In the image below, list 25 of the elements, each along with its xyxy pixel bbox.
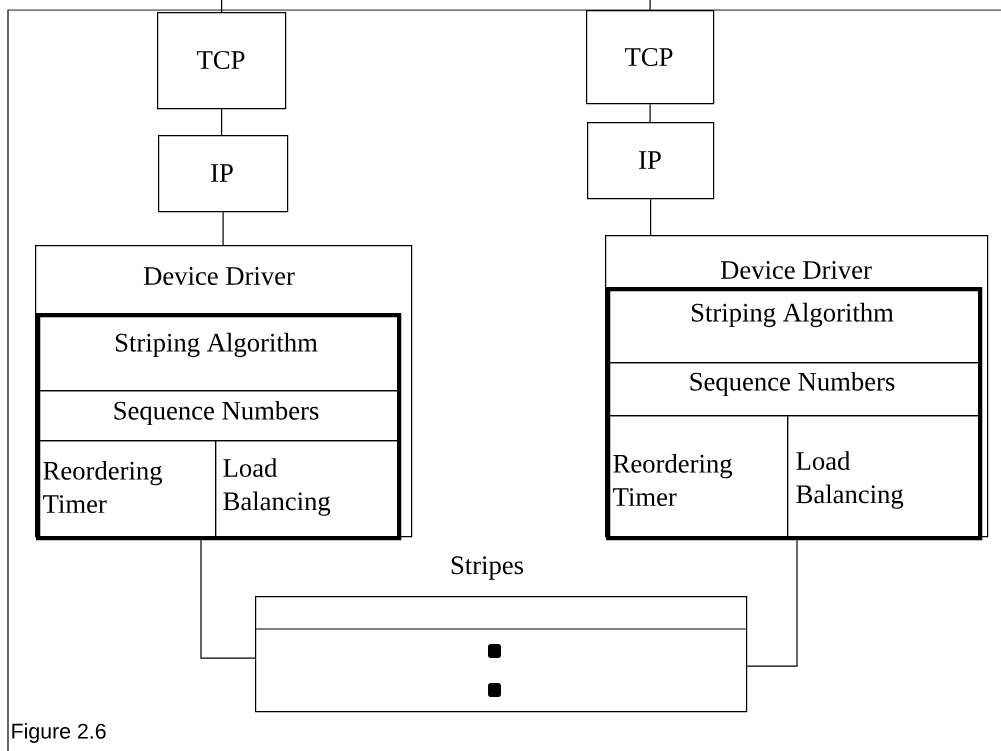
table-cell: Sequence Numbers bbox=[36, 390, 399, 442]
table-cell: Striping Algorithm bbox=[606, 287, 980, 364]
table-cell: Load Balancing bbox=[787, 415, 980, 538]
connector-line bbox=[746, 539, 798, 667]
connector-line bbox=[222, 211, 224, 246]
protocol-box: TCP bbox=[586, 10, 715, 105]
module-box bbox=[606, 287, 983, 541]
protocol-box: IP bbox=[158, 135, 289, 213]
table-cell: Load Balancing bbox=[215, 440, 399, 538]
table-cell: Striping Algorithm bbox=[36, 313, 399, 392]
figure-caption: Figure 2.6 bbox=[12, 723, 106, 743]
connector-line bbox=[221, 0, 223, 13]
connector-line bbox=[649, 0, 651, 11]
connector-line bbox=[650, 198, 652, 236]
stripes-box bbox=[254, 596, 748, 713]
protocol-box: TCP bbox=[157, 12, 287, 110]
protocol-box: IP bbox=[587, 122, 715, 200]
connector-line bbox=[649, 103, 651, 123]
box-caption: Stripes bbox=[451, 556, 524, 580]
connector-line bbox=[200, 539, 256, 659]
connector-line bbox=[221, 108, 223, 136]
module-box bbox=[36, 313, 402, 541]
table-cell: Sequence Numbers bbox=[606, 362, 980, 417]
table-cell: Reordering Timer bbox=[606, 415, 789, 538]
table-cell: Reordering Timer bbox=[36, 440, 217, 538]
